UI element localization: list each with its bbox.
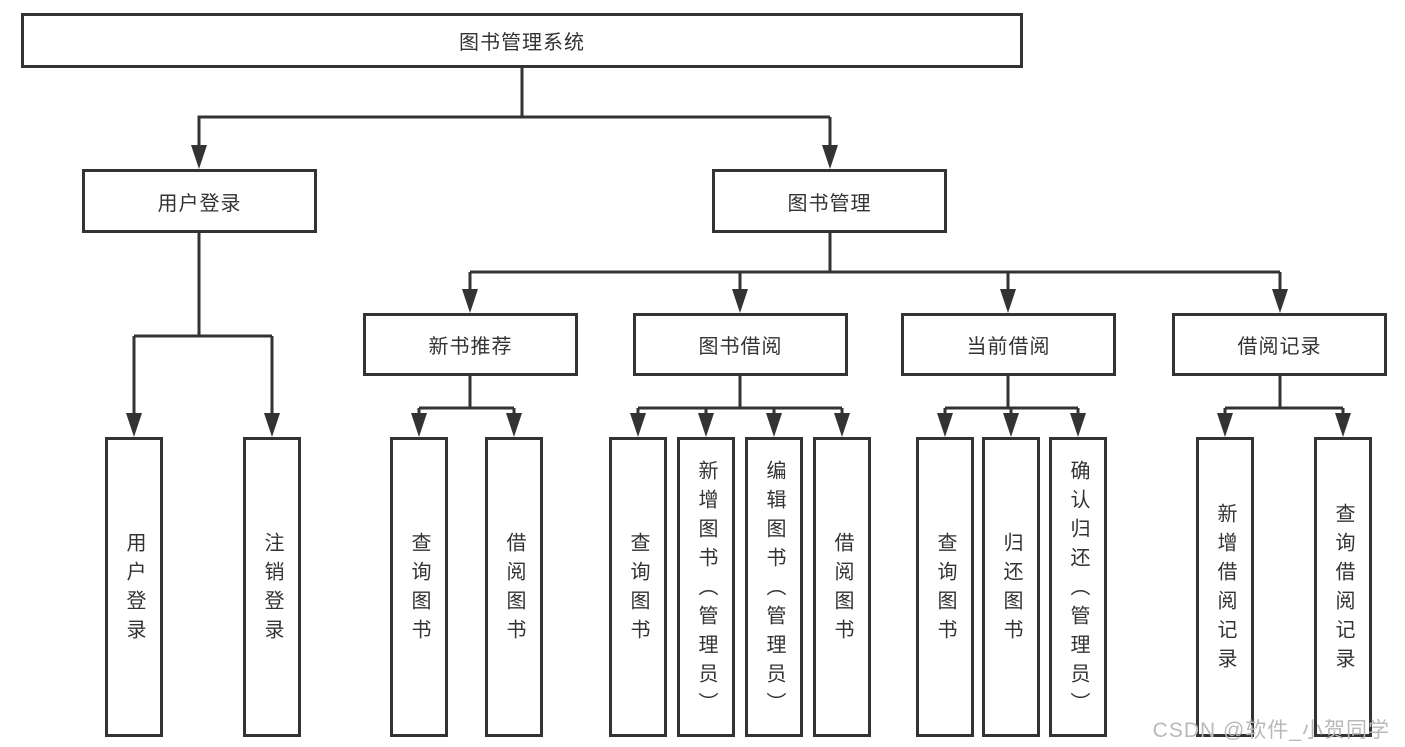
arrow-down-icon	[732, 289, 748, 313]
leaf-borrow-books-newbook: 借阅图书	[485, 437, 543, 737]
connector-borrow-to-leaves	[636, 376, 844, 416]
leaf-query-books-newbook: 查询图书	[390, 437, 448, 737]
arrow-down-icon	[191, 145, 207, 169]
leaf-query-books-borrow: 查询图书	[609, 437, 667, 737]
connector-root-to-level2	[197, 68, 832, 147]
arrow-down-icon	[264, 413, 280, 437]
arrowheads	[126, 145, 1351, 437]
arrow-down-icon	[1272, 289, 1288, 313]
arrow-down-icon	[1335, 413, 1351, 437]
arrow-down-icon	[698, 413, 714, 437]
arrow-down-icon	[822, 145, 838, 169]
arrow-down-icon	[1000, 289, 1016, 313]
connector-mgmt-to-level3	[468, 233, 1282, 291]
leaf-borrow-books: 借阅图书	[813, 437, 871, 737]
leaf-return-books: 归还图书	[982, 437, 1040, 737]
leaf-logout: 注销登录	[243, 437, 301, 737]
node-book-management: 图书管理	[712, 169, 947, 233]
connector-record-to-leaves	[1223, 376, 1345, 416]
arrow-down-icon	[937, 413, 953, 437]
leaf-edit-books-admin: 编辑图书（管理员）	[745, 437, 803, 737]
leaf-add-borrow-record: 新增借阅记录	[1196, 437, 1254, 737]
node-borrow-record: 借阅记录	[1172, 313, 1387, 376]
node-current-borrow: 当前借阅	[901, 313, 1116, 376]
connector-login-to-leaves	[132, 233, 274, 416]
arrow-down-icon	[411, 413, 427, 437]
node-user-login: 用户登录	[82, 169, 317, 233]
arrow-down-icon	[1070, 413, 1086, 437]
arrow-down-icon	[1003, 413, 1019, 437]
csdn-watermark: CSDN @软件_小贺同学	[1152, 719, 1390, 742]
leaf-user-login: 用户登录	[105, 437, 163, 737]
connector-current-to-leaves	[943, 376, 1080, 416]
node-root-library-system: 图书管理系统	[21, 13, 1023, 68]
leaf-confirm-return-admin: 确认归还（管理员）	[1049, 437, 1107, 737]
leaf-query-books-current: 查询图书	[916, 437, 974, 737]
node-book-borrow: 图书借阅	[633, 313, 848, 376]
connector-newbook-to-leaves	[417, 376, 516, 416]
arrow-down-icon	[462, 289, 478, 313]
arrow-down-icon	[630, 413, 646, 437]
leaf-add-books-admin: 新增图书（管理员）	[677, 437, 735, 737]
leaf-query-borrow-record: 查询借阅记录	[1314, 437, 1372, 737]
node-new-book-recommend: 新书推荐	[363, 313, 578, 376]
arrow-down-icon	[834, 413, 850, 437]
arrow-down-icon	[126, 413, 142, 437]
arrow-down-icon	[506, 413, 522, 437]
arrow-down-icon	[1217, 413, 1233, 437]
arrow-down-icon	[766, 413, 782, 437]
